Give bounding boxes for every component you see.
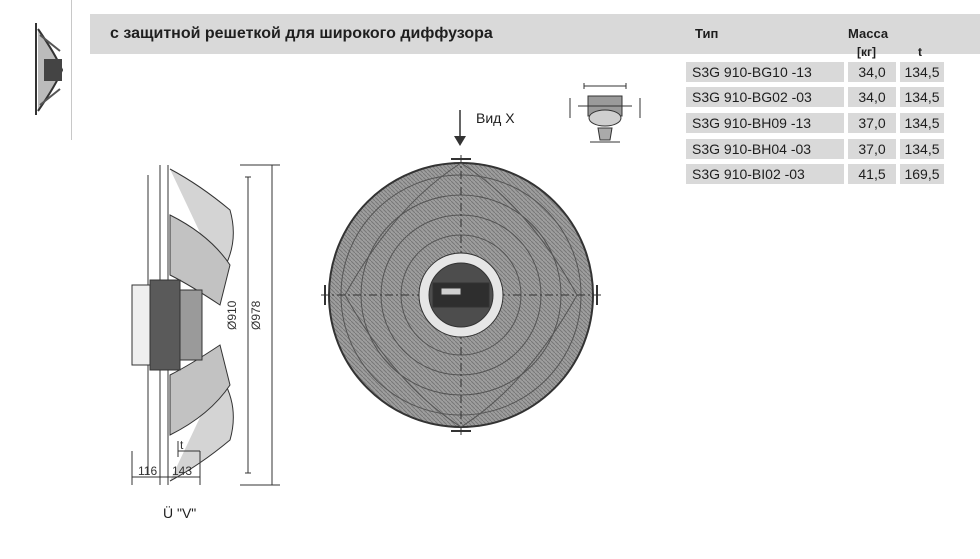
fan-dimension-thumbnail-icon: [569, 83, 641, 143]
view-arrow-icon: [454, 110, 466, 146]
margin-rule: [71, 0, 72, 140]
t-cell: 134,5: [900, 113, 944, 133]
section-title: с защитной решеткой для широкого диффузо…: [110, 25, 493, 42]
diameter-outer-label: Ø978: [249, 300, 263, 330]
column-header-type: Тип: [695, 26, 719, 41]
fan-side-thumbnail-icon: [35, 23, 64, 115]
fan-side-view-drawing: Ø910 Ø978 t 116 143: [131, 164, 280, 486]
dimension-116-label: 116: [138, 464, 157, 478]
mass-cell: 34,0: [848, 62, 896, 82]
t-cell: 134,5: [900, 62, 944, 82]
mass-cell: 37,0: [848, 139, 896, 159]
mass-cell: 34,0: [848, 87, 896, 107]
t-cell: 169,5: [900, 164, 944, 184]
column-header-t: t: [918, 45, 922, 59]
dimension-t-label: t: [180, 438, 184, 452]
type-cell: S3G 910-BI02 -03: [686, 164, 844, 184]
type-cell: S3G 910-BG02 -03: [686, 87, 844, 107]
type-cell: S3G 910-BH04 -03: [686, 139, 844, 159]
type-cell: S3G 910-BH09 -13: [686, 113, 844, 133]
diameter-fan-label: Ø910: [225, 300, 239, 330]
detail-view-label: Ü "V": [163, 505, 197, 521]
view-x-label: Вид X: [476, 110, 515, 126]
t-cell: 134,5: [900, 139, 944, 159]
column-header-mass: Масса: [848, 26, 889, 41]
dimension-143-label: 143: [172, 464, 192, 478]
column-unit-kg: [кг]: [857, 45, 876, 59]
header-band: [90, 14, 980, 54]
t-cell: 134,5: [900, 87, 944, 107]
type-cell: S3G 910-BG10 -13: [686, 62, 844, 82]
mass-cell: 37,0: [848, 113, 896, 133]
fan-front-view-drawing: [321, 155, 601, 435]
mass-cell: 41,5: [848, 164, 896, 184]
